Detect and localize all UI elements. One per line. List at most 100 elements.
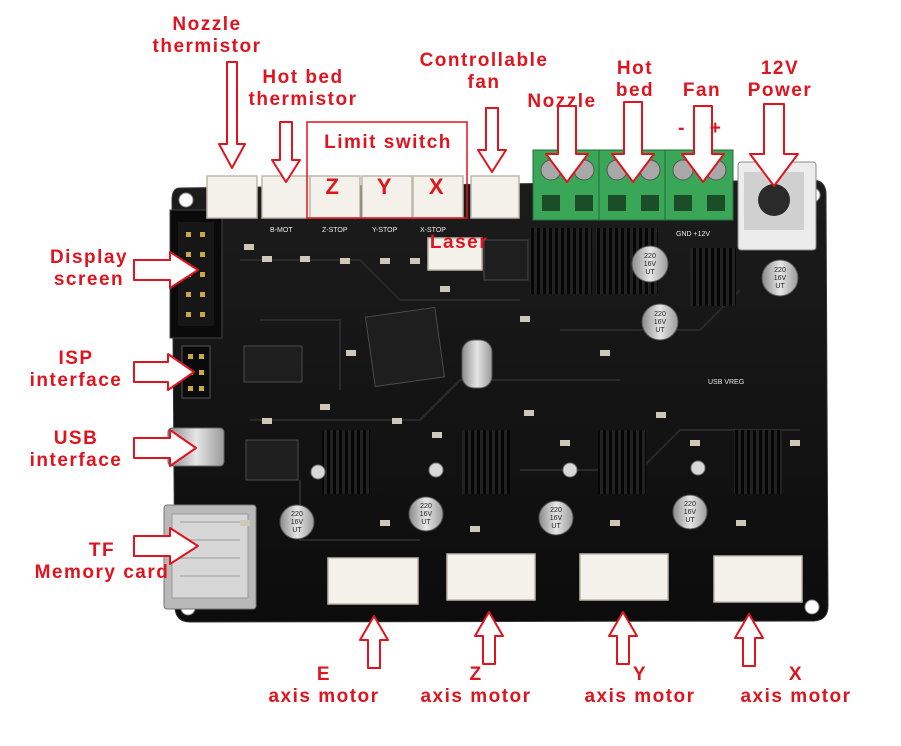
label-line: Hot [616, 58, 654, 79]
silk-z-stop: Z-STOP [322, 227, 348, 234]
label-z: Z [325, 174, 341, 199]
tf-card-slot-inner [171, 513, 249, 599]
y-stop-connector [361, 175, 413, 219]
label-line: Hot bed [262, 67, 344, 88]
label-fan-minus: - [678, 118, 686, 139]
cap-text: 220 [644, 253, 656, 260]
chips [243, 239, 529, 481]
arrow-12v-power [749, 103, 799, 187]
cap-text: 16V [654, 319, 667, 326]
heatsinks [322, 228, 782, 494]
label-line: Nozzle [172, 14, 242, 35]
cap-text: UT [645, 269, 655, 276]
motor-connectors [327, 553, 803, 605]
label-limit-switch: Limit switch [324, 132, 452, 153]
dc-power-jack-hole [758, 184, 790, 216]
arrow-tf-memory-card [133, 527, 199, 565]
cap-text: 220 [774, 267, 786, 274]
capacitor [538, 500, 574, 536]
silk-b-mot: B-MOT [270, 227, 293, 234]
label-line: X [788, 664, 804, 685]
label-fan: Fan [682, 80, 722, 101]
arrow-nozzle-thermistor [218, 61, 246, 169]
arrow-nozzle [545, 105, 589, 183]
label-line: axis motor [740, 686, 852, 707]
label-y-axis-motor: Y axis motor [566, 664, 714, 708]
e-motor-connector [327, 557, 419, 605]
label-line: ISP [58, 348, 94, 369]
arrow-fan [681, 105, 725, 183]
label-line: interface [29, 450, 123, 471]
capacitors [279, 245, 799, 540]
nozzle-thermistor-connector [206, 175, 258, 219]
silk-gnd-12v: GND +12V [676, 231, 710, 238]
cap-text: UT [655, 327, 665, 334]
label-fan-plus: + [709, 118, 723, 139]
mounting-hole [804, 599, 820, 615]
x-stop-connector [412, 175, 464, 219]
label-line: Z [469, 664, 483, 685]
cap-text: UT [421, 519, 431, 526]
label-line: thermistor [152, 36, 262, 57]
arrow-usb-interface [133, 429, 197, 467]
label-line: screen [53, 269, 125, 290]
label-line: USB [53, 428, 99, 449]
limit-switch-box [306, 121, 468, 219]
cap-text: 220 [550, 507, 562, 514]
capacitor [672, 494, 708, 530]
laser-connector [427, 237, 483, 271]
passive-components [240, 244, 800, 532]
capacitor-markings: 220 16V UT 220 16V UT 220 16V UT 220 16V… [291, 253, 787, 534]
label-line: thermistor [248, 89, 358, 110]
label-display-screen: Display screen [34, 247, 144, 291]
mounting-hole [178, 192, 194, 208]
arrow-hot-bed [611, 101, 655, 183]
crystal-oscillator [461, 339, 493, 389]
cap-text: UT [551, 523, 561, 530]
cap-text: 220 [654, 311, 666, 318]
cap-text: 16V [291, 519, 304, 526]
label-line: 12V [760, 58, 800, 79]
y-motor-connector [579, 553, 669, 601]
hot-bed-thermistor-connector [261, 175, 313, 219]
regulator-chip [483, 239, 529, 281]
cap-text: UT [292, 527, 302, 534]
label-x: X [428, 174, 446, 199]
label-usb-interface: USB interface [12, 428, 140, 472]
silk-y-stop: Y-STOP [372, 227, 398, 234]
silk-usb-vreg: USB VREG [708, 379, 744, 386]
label-line: axis motor [584, 686, 696, 707]
label-line: axis motor [268, 686, 380, 707]
label-z-axis-motor: Z axis motor [402, 664, 550, 708]
terminal-openings [542, 195, 725, 211]
z-stop-connector [309, 175, 361, 219]
potentiometers [310, 460, 706, 480]
arrow-y-axis-motor [608, 611, 638, 665]
label-hot-bed-thermistor: Hot bed thermistor [228, 67, 378, 111]
usb-chip [243, 345, 303, 383]
pointer-arrows [133, 61, 799, 669]
label-line: Y [632, 664, 648, 685]
arrow-e-axis-motor [359, 615, 389, 669]
capacitor [279, 504, 315, 540]
label-y: Y [376, 174, 394, 199]
label-line: TF [88, 540, 116, 561]
driver-chip [245, 439, 299, 481]
cap-text: 16V [420, 511, 433, 518]
label-line: fan [467, 72, 501, 93]
label-line: interface [29, 370, 123, 391]
cap-text: 16V [644, 261, 657, 268]
label-line: axis motor [420, 686, 532, 707]
arrow-display-screen [133, 251, 199, 289]
arrow-isp-interface [133, 353, 195, 391]
x-motor-connector [713, 555, 803, 603]
mcu-chip [364, 306, 446, 388]
arrow-z-axis-motor [474, 611, 504, 665]
label-x-axis-motor: X axis motor [722, 664, 870, 708]
label-controllable-fan: Controllable fan [398, 50, 570, 94]
label-hot-bed: Hot bed [602, 58, 668, 102]
capacitor [631, 245, 669, 283]
label-line: bed [615, 80, 655, 101]
capacitor [761, 259, 799, 297]
